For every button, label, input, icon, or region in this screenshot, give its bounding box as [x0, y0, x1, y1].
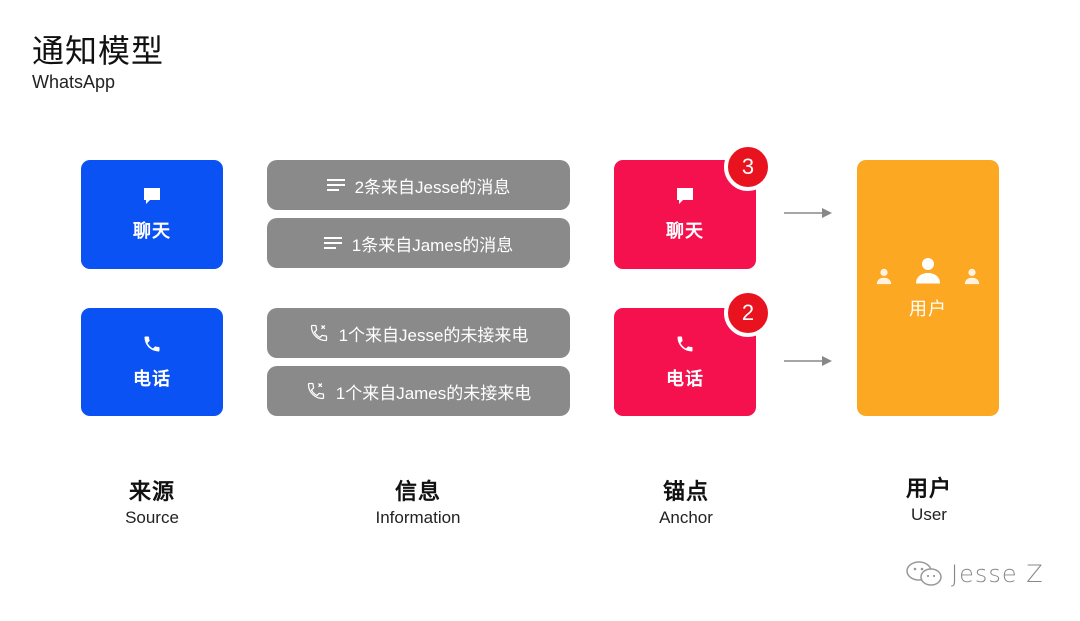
column-title: 来源 [128, 479, 175, 504]
phone-icon [675, 334, 695, 359]
info-item: 1个来自James的未接来电 [267, 366, 570, 416]
column-label-anchor: 锚点 Anchor [586, 474, 786, 528]
info-text: 2条来自Jesse的消息 [354, 177, 511, 197]
anchor-label: 聊天 [666, 221, 704, 241]
source-card-chat: 聊天 [81, 160, 223, 269]
wechat-icon [906, 561, 942, 586]
page-title: 通知模型 [32, 33, 165, 69]
column-label-information: 信息 Information [318, 474, 518, 528]
page-subtitle: WhatsApp [32, 72, 116, 92]
message-lines-icon [323, 236, 342, 250]
message-lines-icon [326, 178, 345, 192]
users-icon [875, 255, 981, 285]
column-label-user: 用户 User [829, 471, 1029, 525]
missed-call-icon [306, 381, 326, 401]
badge-count: 2 [724, 289, 772, 337]
arrow-connector [784, 208, 832, 218]
info-text: 1个来自Jesse的未接来电 [338, 325, 529, 345]
info-item: 1个来自Jesse的未接来电 [267, 308, 570, 358]
watermark: Jesse Z [905, 560, 1044, 588]
badge-count: 3 [724, 143, 772, 191]
arrow-connector [784, 356, 832, 366]
chat-icon [675, 186, 695, 211]
chat-icon [142, 186, 162, 211]
watermark-text: Jesse Z [951, 560, 1044, 588]
column-subtitle: Source [125, 508, 179, 527]
source-label: 电话 [133, 368, 171, 389]
small-user-icon [964, 268, 980, 285]
column-title: 信息 [394, 479, 441, 504]
anchor-label: 电话 [666, 368, 704, 389]
user-icon [916, 258, 940, 284]
source-card-phone: 电话 [81, 308, 223, 416]
column-title: 锚点 [662, 479, 709, 504]
small-user-icon [876, 268, 892, 285]
column-subtitle: User [911, 505, 947, 524]
column-subtitle: Anchor [659, 508, 713, 527]
user-card: 用户 [857, 160, 999, 416]
info-text: 1个来自James的未接来电 [335, 383, 532, 403]
user-label: 用户 [909, 299, 947, 319]
info-item: 1条来自James的消息 [267, 218, 570, 268]
column-subtitle: Information [375, 508, 461, 527]
column-label-source: 来源 Source [52, 474, 252, 528]
source-label: 聊天 [133, 221, 171, 241]
info-item: 2条来自Jesse的消息 [267, 160, 570, 210]
column-title: 用户 [905, 476, 952, 501]
missed-call-icon [309, 323, 329, 343]
phone-icon [142, 334, 162, 359]
info-text: 1条来自James的消息 [351, 235, 514, 255]
